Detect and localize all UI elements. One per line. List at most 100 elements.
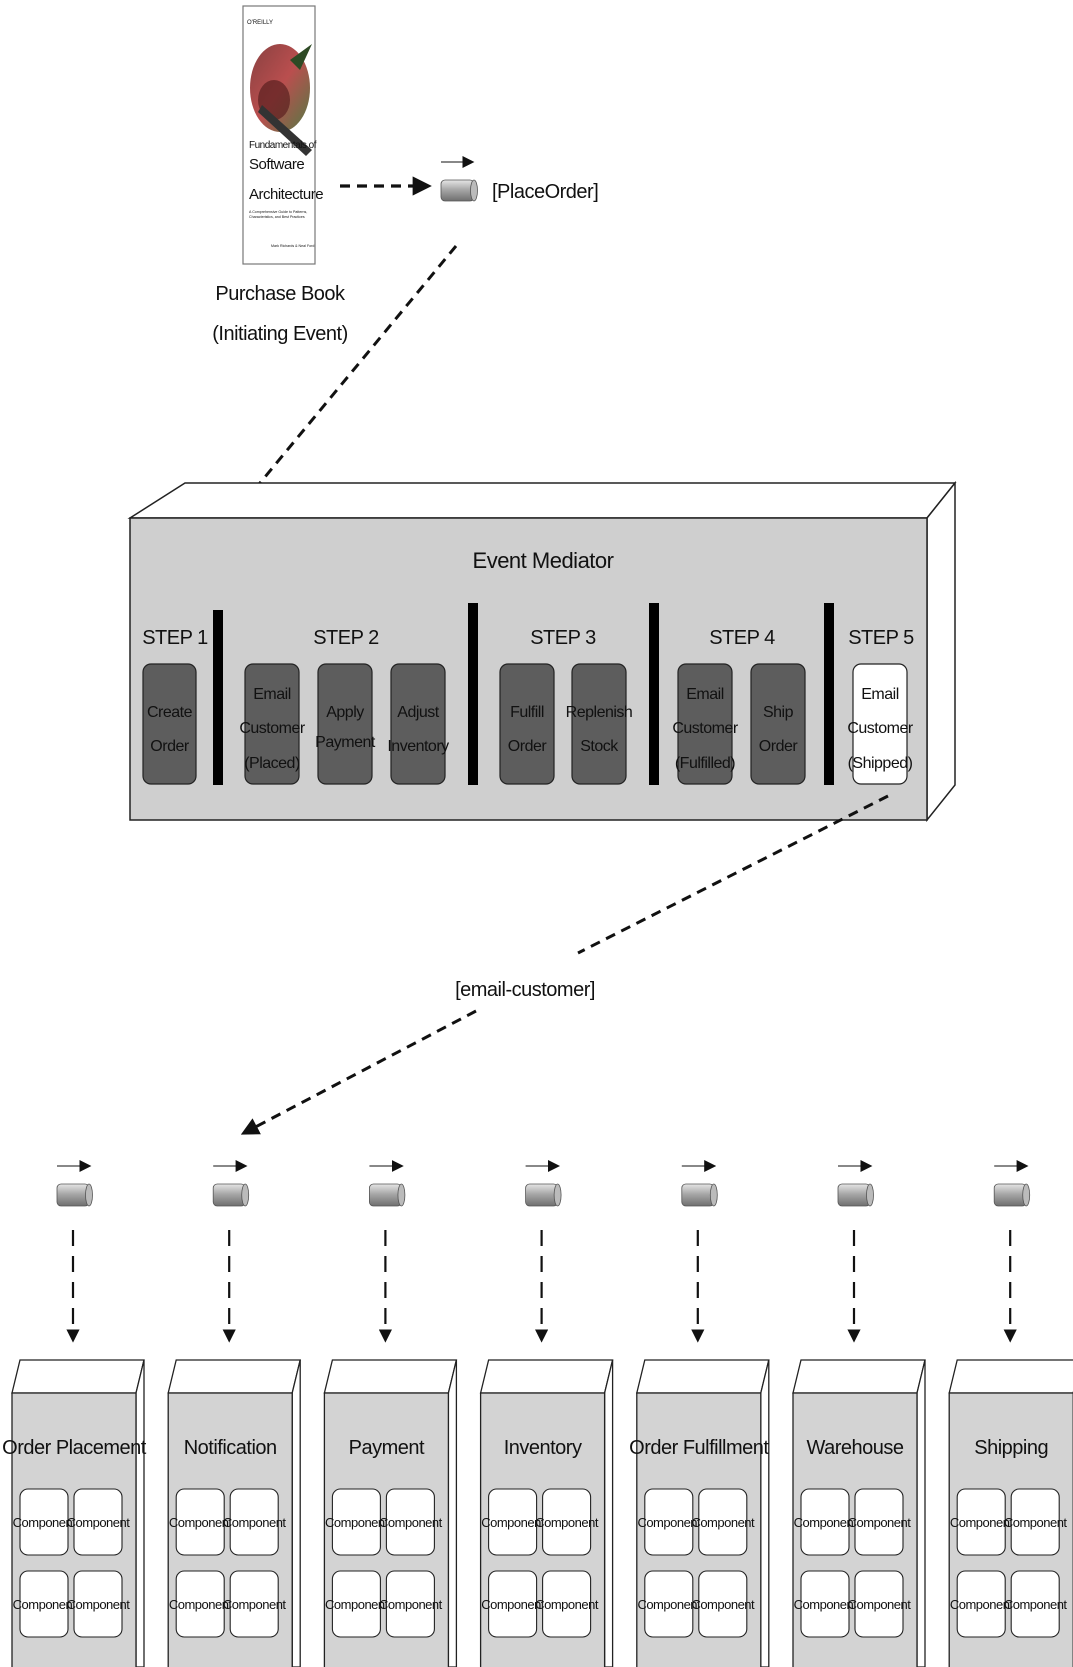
processor-side-face — [760, 1359, 770, 1667]
processor-name: Warehouse — [806, 1437, 903, 1459]
task-line: Payment — [315, 734, 376, 751]
task-line: Fulfill — [510, 704, 544, 721]
book-authors: Mark Richards & Neal Ford — [271, 244, 314, 248]
queue-cylinder-icon — [681, 1183, 715, 1207]
processor-top-face — [948, 1359, 1073, 1394]
queue-to-mediator-arrow — [185, 245, 458, 573]
task-line: Inventory — [387, 738, 449, 755]
component-box — [385, 1570, 435, 1638]
component-box — [542, 1488, 592, 1556]
task-line: Apply — [326, 704, 364, 721]
queue-cylinder-icon — [368, 1183, 402, 1207]
component-box — [854, 1570, 904, 1638]
queue-cylinder-icon — [56, 1183, 90, 1207]
step-separator — [824, 603, 834, 785]
book-title-line-2: Software — [249, 156, 304, 173]
initiating-event-line-2: (Initiating Event) — [212, 323, 348, 345]
processor-side-face — [135, 1359, 145, 1667]
email-queue-label: [email-customer] — [455, 979, 595, 1001]
queue-cylinder-icon — [837, 1183, 871, 1207]
queue-cylinder-icon — [525, 1183, 558, 1207]
task-line: (Placed) — [244, 755, 300, 772]
component-box — [73, 1488, 123, 1556]
component-label: Component — [67, 1597, 131, 1612]
task-line: (Shipped) — [848, 755, 913, 772]
component-label: Component — [637, 1597, 701, 1612]
task-create-order — [142, 663, 197, 785]
processor-top-face — [635, 1359, 770, 1394]
processor-name: Order Placement — [2, 1437, 147, 1459]
event-processors: Order PlacementComponentComponentCompone… — [2, 1160, 1073, 1667]
queue-cylinder-end — [85, 1183, 93, 1207]
processor-top-face — [792, 1359, 926, 1394]
processor-warehouse: WarehouseComponentComponentComponentComp… — [792, 1160, 926, 1667]
processor-name: Payment — [349, 1437, 425, 1459]
task-apply-payment — [317, 663, 373, 785]
component-box — [488, 1570, 538, 1638]
task-line: Customer — [239, 720, 306, 737]
component-label: Component — [379, 1597, 443, 1612]
processor-side-face — [291, 1359, 301, 1667]
component-label: Component — [169, 1515, 233, 1530]
processor-name: Inventory — [504, 1437, 582, 1459]
component-label: Component — [637, 1515, 701, 1530]
component-label: Component — [223, 1515, 287, 1530]
component-label: Component — [481, 1597, 545, 1612]
component-box — [956, 1488, 1006, 1556]
queue-cylinder-end — [397, 1183, 406, 1207]
component-label: Component — [379, 1515, 443, 1530]
component-label: Component — [794, 1597, 858, 1612]
step-separator — [468, 603, 478, 785]
task-line: Order — [150, 738, 190, 755]
component-label: Component — [1004, 1597, 1068, 1612]
component-label: Component — [535, 1597, 599, 1612]
task-line: Adjust — [397, 704, 440, 721]
task-replenish-stock — [571, 663, 627, 785]
component-label: Component — [223, 1597, 287, 1612]
processor-shipping: ShippingComponentComponentComponentCompo… — [948, 1160, 1073, 1667]
processor-order-placement: Order PlacementComponentComponentCompone… — [2, 1160, 147, 1667]
task-line: Create — [147, 704, 193, 721]
queue-cylinder-end — [1022, 1183, 1031, 1207]
component-label: Component — [1004, 1515, 1068, 1530]
step-separator — [649, 603, 659, 785]
processor-payment: PaymentComponentComponentComponentCompon… — [323, 1160, 458, 1667]
mediator-side-face — [926, 480, 956, 823]
processor-name: Order Fulfillment — [629, 1437, 769, 1459]
task-line: Email — [253, 686, 291, 703]
processor-order-fulfillment: Order FulfillmentComponentComponentCompo… — [629, 1160, 770, 1667]
component-box — [698, 1570, 748, 1638]
book-subtitle-line-2: Characteristics, and Best Practices — [249, 215, 305, 219]
component-box — [19, 1488, 69, 1556]
component-box — [800, 1488, 850, 1556]
step-separator — [213, 610, 223, 785]
processor-side-face — [603, 1359, 614, 1667]
task-line: Ship — [763, 704, 794, 721]
event-mediator: Event Mediator STEP 1 STEP 2 STEP 3 STEP… — [127, 480, 957, 823]
task-fulfill-order — [499, 663, 555, 785]
component-label: Component — [535, 1515, 599, 1530]
processor-name: Shipping — [974, 1437, 1048, 1459]
component-box — [698, 1488, 748, 1556]
task-email-customer-placed — [244, 663, 300, 785]
component-label: Component — [950, 1515, 1014, 1530]
component-box — [854, 1488, 904, 1556]
component-box — [488, 1488, 538, 1556]
task-line: Email — [686, 686, 724, 703]
mediator-title: Event Mediator — [473, 548, 614, 573]
step-4-label: STEP 4 — [709, 627, 775, 649]
task-line: (Fulfilled) — [675, 755, 735, 772]
component-label: Component — [950, 1597, 1014, 1612]
component-label: Component — [325, 1515, 389, 1530]
processor-top-face — [11, 1359, 145, 1394]
component-label: Component — [848, 1515, 912, 1530]
component-box — [175, 1488, 225, 1556]
task-line: Order — [759, 738, 799, 755]
book-title-line-3: Architecture — [249, 186, 323, 203]
processor-side-face — [447, 1359, 458, 1667]
initiating-event-line-1: Purchase Book — [215, 283, 346, 305]
component-box — [542, 1570, 592, 1638]
component-box — [331, 1570, 381, 1638]
processor-top-face — [479, 1359, 614, 1394]
book-cover-illustration — [250, 44, 312, 156]
